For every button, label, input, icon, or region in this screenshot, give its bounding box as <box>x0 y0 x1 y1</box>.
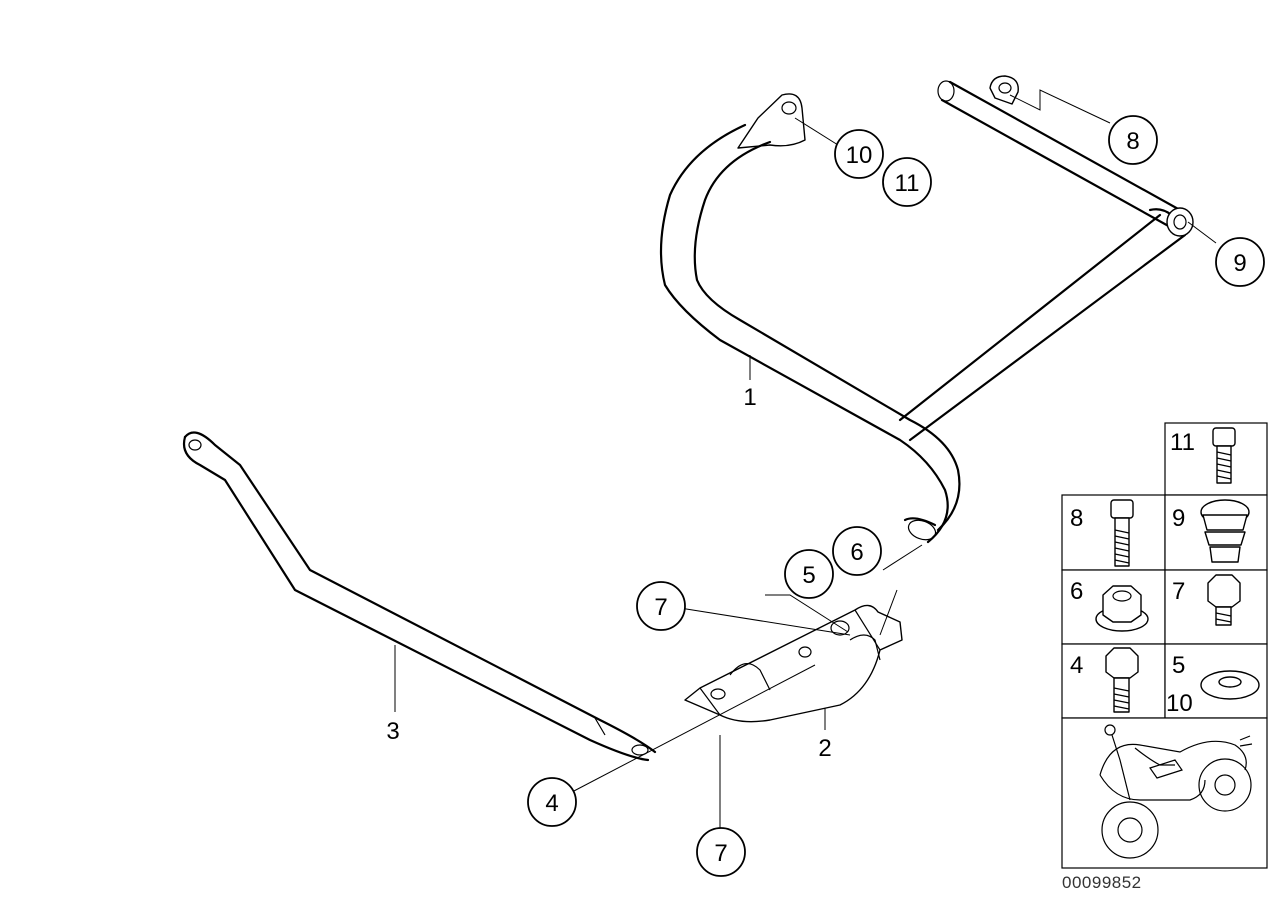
hex-bolt-short-icon <box>1207 574 1241 626</box>
legend-num-5: 5 <box>1172 652 1185 679</box>
callout-9: 9 <box>1215 237 1265 287</box>
hardware-legend: 11 8 9 6 7 4 5 10 <box>1061 422 1268 892</box>
callout-2-text: 2 <box>818 735 831 762</box>
flange-nut-icon <box>1095 585 1149 632</box>
callout-4: 4 <box>527 777 577 827</box>
socket-bolt-icon <box>1212 427 1236 484</box>
callout-7-lower: 7 <box>696 827 746 877</box>
callout-2: 2 <box>818 735 831 762</box>
callout-3: 3 <box>386 718 399 745</box>
callout-9-text: 9 <box>1233 250 1246 277</box>
legend-num-11: 11 <box>1170 429 1195 456</box>
callout-11: 11 <box>882 157 932 207</box>
drawing-code: 00099852 <box>1062 873 1142 892</box>
callout-11-text: 11 <box>895 170 920 197</box>
washer-icon <box>1200 670 1260 700</box>
callout-4-text: 4 <box>545 790 558 817</box>
rubber-plug-icon <box>1200 499 1250 563</box>
callout-6-text: 6 <box>850 539 863 566</box>
callout-6: 6 <box>832 526 882 576</box>
part-3-brace <box>182 431 657 762</box>
long-bolt-icon <box>1110 499 1134 567</box>
legend-num-10: 10 <box>1166 690 1193 717</box>
hex-bolt-icon <box>1105 647 1139 713</box>
callout-1: 1 <box>743 384 756 411</box>
callout-8-text: 8 <box>1126 128 1139 155</box>
callout-1-text: 1 <box>743 384 756 411</box>
upper-right-bar <box>937 75 1194 237</box>
leader-lines <box>394 89 1217 828</box>
callout-10: 10 <box>834 129 884 179</box>
callout-7-upper: 7 <box>636 581 686 631</box>
callout-7-lower-text: 7 <box>714 840 727 867</box>
legend-num-9: 9 <box>1172 505 1185 532</box>
legend-num-6: 6 <box>1070 578 1083 605</box>
legend-num-4: 4 <box>1070 652 1083 679</box>
part-1-crash-bar <box>659 93 1187 544</box>
part-2-bracket <box>684 604 903 723</box>
callout-5-text: 5 <box>802 562 815 589</box>
callout-5: 5 <box>784 549 834 599</box>
legend-num-8: 8 <box>1070 505 1083 532</box>
motorcycle-icon <box>1099 724 1253 859</box>
callout-8: 8 <box>1108 115 1158 165</box>
legend-num-7: 7 <box>1172 578 1185 605</box>
callout-7-upper-text: 7 <box>654 594 667 621</box>
callout-10-text: 10 <box>846 142 873 169</box>
callout-3-text: 3 <box>386 718 399 745</box>
